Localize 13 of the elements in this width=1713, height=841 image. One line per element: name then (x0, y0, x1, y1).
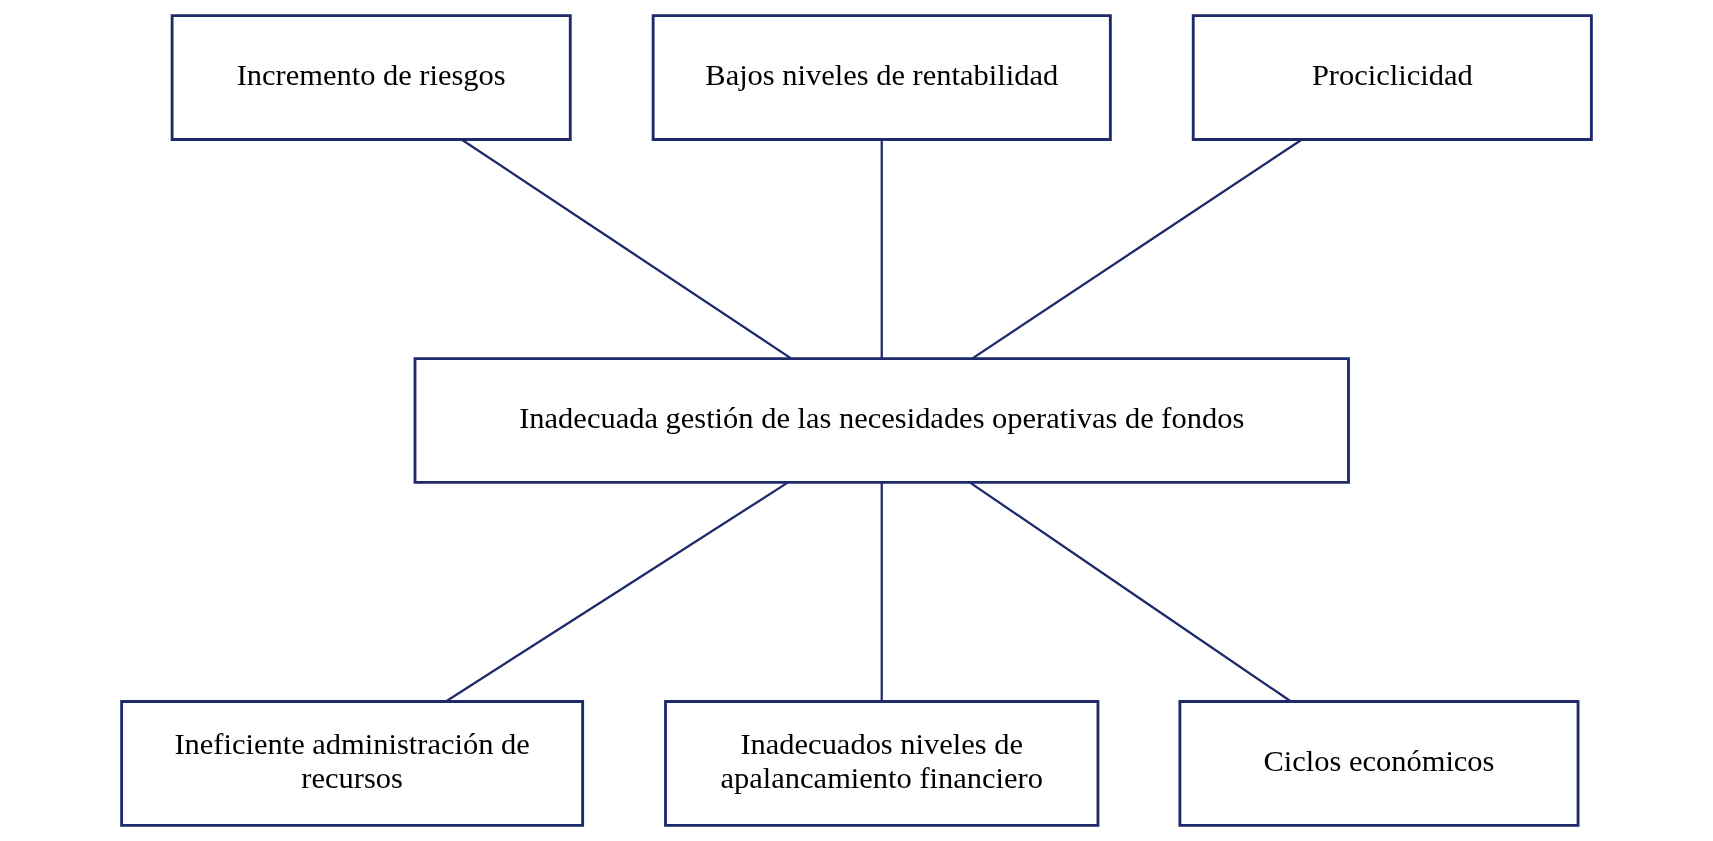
connector (880, 483, 883, 702)
connector (445, 481, 789, 703)
connector (971, 138, 1303, 360)
connector (461, 138, 792, 360)
node-box: Bajos niveles de rentabilidad (651, 14, 1112, 141)
node-box: Ciclos económicos (1178, 700, 1580, 827)
node-box: Incremento de riesgos (170, 14, 572, 141)
node-box: Ineficiente administración de recursos (120, 700, 585, 827)
node-box: Inadecuados niveles de apalancamiento financiero (664, 700, 1100, 827)
connector (880, 140, 883, 359)
node-box: Prociclicidad (1191, 14, 1593, 141)
connector (969, 481, 1292, 703)
node-box: Inadecuada gestión de las necesidades operativas de fondos (413, 357, 1350, 484)
